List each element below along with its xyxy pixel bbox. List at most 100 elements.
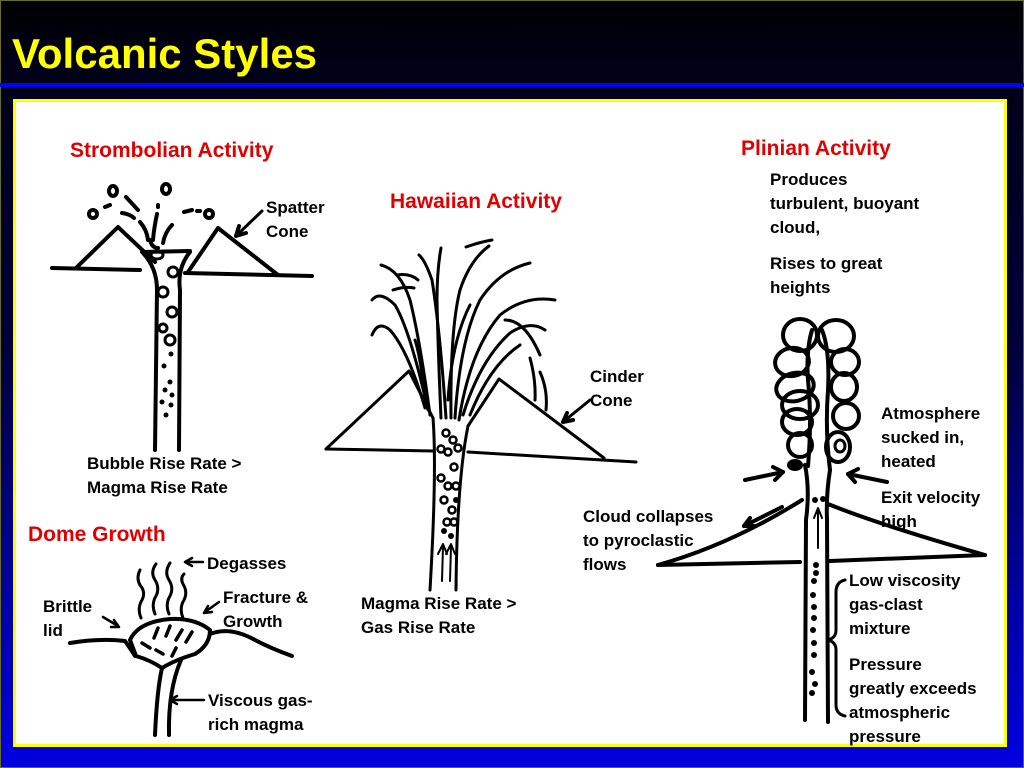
lava-fountain — [370, 238, 557, 422]
viscous-arrow — [168, 694, 206, 706]
strombolian-bubbles — [149, 249, 180, 347]
hawaiian-conduit-right — [454, 424, 470, 592]
strombolian-diagram — [50, 182, 314, 452]
eruption-column — [773, 317, 861, 472]
pressure-line4: pressure — [849, 727, 921, 746]
collapse-line1: Cloud collapses — [583, 507, 714, 526]
exit-velocity-line2: high — [881, 512, 917, 531]
plinian-conduit-right — [824, 468, 832, 724]
plinian-desc-line2: turbulent, buoyant — [770, 194, 920, 213]
hawaiian-heading: Hawaiian Activity — [390, 190, 562, 213]
spatter-cone-arrow — [234, 209, 264, 238]
low-viscosity-line2: gas-clast — [849, 595, 923, 614]
low-viscosity-line3: mixture — [849, 619, 911, 638]
cinder-cone-arrow — [561, 398, 592, 424]
plinian-description-1: Produces turbulent, buoyant cloud, — [770, 168, 919, 240]
degasses-arrow — [183, 556, 205, 568]
spatter-label-line1: Spatter — [266, 198, 325, 217]
brittle-arrow — [101, 615, 121, 629]
pressure-label: Pressure greatly exceeds atmospheric pre… — [849, 653, 977, 749]
plinian-desc2-line2: heights — [770, 278, 831, 297]
plinian-cone-right — [826, 502, 987, 557]
plinian-desc2-line1: Rises to great — [770, 254, 883, 273]
strombolian-conduit-right — [177, 250, 192, 452]
strombolian-caption: Bubble Rise Rate > Magma Rise Rate — [87, 452, 241, 500]
collapse-line2: to pyroclastic — [583, 531, 694, 550]
viscous-line1: Viscous gas- — [208, 691, 313, 710]
plinian-ground — [656, 553, 987, 567]
plinian-cone-left — [656, 498, 804, 567]
strombolian-conduit-left — [141, 251, 159, 452]
dome-conduit-right — [166, 658, 183, 737]
hawaiian-diagram — [324, 238, 638, 592]
spatter-fragments — [87, 182, 215, 250]
strombolian-cone-left — [74, 225, 157, 270]
dome-ground-left — [68, 637, 137, 658]
cinder-label-line1: Cinder — [590, 367, 644, 386]
collapse-arrow — [742, 505, 784, 528]
atmosphere-line2: sucked in, — [881, 428, 965, 447]
hawaiian-conduit-left — [428, 416, 436, 592]
strombolian-cone-right — [186, 226, 280, 277]
strombolian-vent-rim — [140, 249, 192, 254]
strombolian-caption-line1: Bubble Rise Rate > — [87, 454, 242, 473]
atmosphere-label: Atmosphere sucked in, heated — [881, 402, 980, 474]
strombolian-dots — [159, 351, 175, 418]
magma-rise-arrows — [437, 543, 456, 582]
strombolian-heading: Strombolian Activity — [70, 139, 274, 162]
slide-title: Volcanic Styles — [12, 30, 318, 77]
dome-ground-right — [208, 629, 294, 658]
pressure-line2: greatly exceeds — [849, 679, 977, 698]
hawaiian-caption-line2: Gas Rise Rate — [361, 618, 476, 637]
strombolian-ground — [50, 266, 314, 278]
brittle-lid-label: Brittle lid — [43, 595, 92, 643]
dome-conduit-left — [153, 666, 164, 737]
plinian-desc-line3: cloud, — [770, 218, 821, 237]
plinian-description-2: Rises to great heights — [770, 252, 882, 300]
hawaiian-ground — [324, 447, 638, 464]
exit-velocity-line1: Exit velocity — [881, 488, 981, 507]
degassing-wisps — [136, 561, 188, 620]
plinian-heading: Plinian Activity — [741, 137, 891, 160]
plinian-dots — [809, 496, 826, 696]
plinian-conduit-left — [803, 463, 810, 722]
brittle-line1: Brittle — [43, 597, 93, 616]
strombolian-caption-line2: Magma Rise Rate — [87, 478, 228, 497]
dome-heading: Dome Growth — [28, 523, 166, 546]
dome-fractures — [140, 624, 194, 658]
fracture-line2: Growth — [223, 612, 283, 631]
pressure-brace — [826, 578, 847, 718]
hawaiian-caption-line1: Magma Rise Rate > — [361, 594, 517, 613]
pressure-line1: Pressure — [849, 655, 922, 674]
viscous-magma-label: Viscous gas- rich magma — [208, 689, 313, 737]
fracture-arrow — [202, 600, 221, 615]
spatter-cone-label: Spatter Cone — [266, 196, 325, 244]
atmosphere-line1: Atmosphere — [881, 404, 981, 423]
atmosphere-arrow-right — [846, 467, 889, 484]
cinder-label-line2: Cone — [590, 391, 633, 410]
low-viscosity-label: Low viscosity gas-clast mixture — [849, 569, 960, 641]
hawaiian-cone-right — [466, 377, 606, 460]
fracture-line1: Fracture & — [223, 588, 309, 607]
collapse-line3: flows — [583, 555, 627, 574]
fracture-growth-label: Fracture & Growth — [223, 586, 308, 634]
low-viscosity-line1: Low viscosity — [849, 571, 961, 590]
dome-lid — [128, 616, 212, 670]
hawaiian-bubbles — [436, 428, 463, 527]
hawaiian-caption: Magma Rise Rate > Gas Rise Rate — [361, 592, 516, 640]
exit-velocity-label: Exit velocity high — [881, 486, 980, 534]
title-rule — [0, 83, 1024, 87]
pressure-line3: atmospheric — [849, 703, 951, 722]
atmosphere-line3: heated — [881, 452, 936, 471]
atmosphere-arrow-left — [743, 465, 785, 482]
brittle-line2: lid — [43, 621, 63, 640]
hawaiian-dots — [441, 497, 459, 539]
cinder-cone-label: Cinder Cone — [590, 365, 644, 413]
plinian-exit-arrow — [813, 507, 823, 549]
viscous-line2: rich magma — [208, 715, 304, 734]
dome-diagram — [68, 556, 294, 737]
plinian-diagram — [656, 317, 987, 724]
plinian-desc-line1: Produces — [770, 170, 848, 189]
cloud-collapse-label: Cloud collapses to pyroclastic flows — [583, 505, 713, 577]
